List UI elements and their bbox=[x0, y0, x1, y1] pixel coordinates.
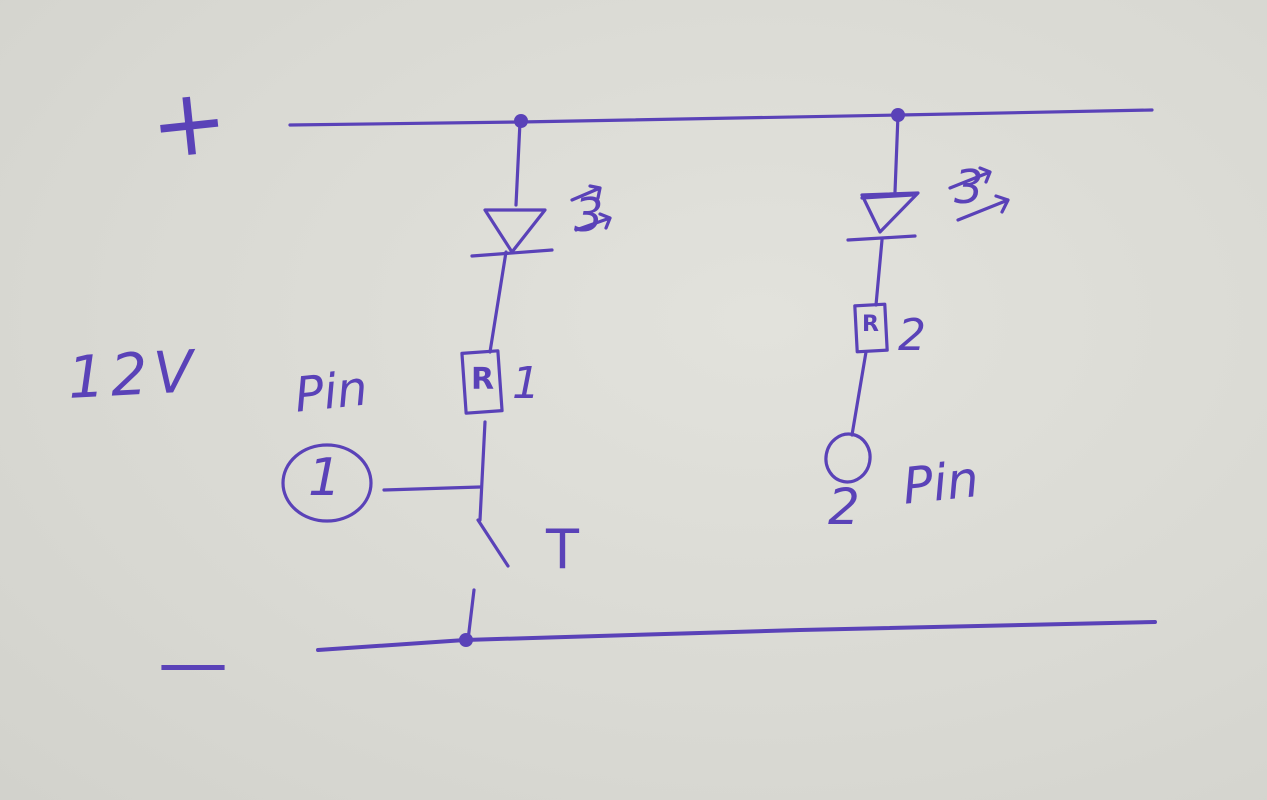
branch1-wire-mid bbox=[488, 250, 508, 354]
pin2-terminal-icon bbox=[824, 432, 872, 484]
negative-rail bbox=[316, 620, 1157, 652]
branch2-wire-top bbox=[893, 113, 900, 194]
pin2-label: Pin bbox=[900, 450, 982, 516]
positive-rail bbox=[288, 108, 1154, 127]
pin1-circle bbox=[281, 443, 373, 523]
resistor1-symbol: R bbox=[471, 362, 495, 397]
resistor2-number: 2 bbox=[898, 310, 926, 361]
branch1-wire-top bbox=[514, 120, 522, 207]
minus-label: — bbox=[158, 622, 228, 704]
branch1-wire-low bbox=[478, 420, 487, 522]
transistor-switch-icon bbox=[476, 518, 510, 568]
resistor2-symbol: R bbox=[862, 312, 879, 337]
led-1-icon bbox=[470, 208, 554, 258]
resistor-1-icon bbox=[460, 349, 504, 415]
led-2-icon bbox=[846, 191, 920, 242]
light-emission-arrows-icon bbox=[948, 166, 1010, 222]
led2-label: 3 bbox=[954, 160, 984, 214]
junction-node-3 bbox=[459, 633, 473, 647]
pin1-label: Pin bbox=[292, 360, 371, 424]
pin1-wire bbox=[382, 485, 482, 492]
resistor1-number: 1 bbox=[512, 358, 540, 409]
branch1-wire-bottom bbox=[466, 588, 476, 642]
branch2-wire-low bbox=[850, 350, 868, 437]
branch2-wire-mid bbox=[874, 238, 884, 307]
light-emission-arrows-icon bbox=[570, 184, 612, 232]
voltage-label: 12V bbox=[66, 337, 201, 412]
plus-label: + bbox=[145, 65, 233, 181]
resistor-2-icon bbox=[853, 302, 889, 354]
pin1-number: 1 bbox=[308, 448, 342, 508]
transistor-label: T bbox=[546, 518, 579, 581]
pin2-number: 2 bbox=[828, 478, 860, 536]
led1-label: 3 bbox=[574, 188, 604, 242]
